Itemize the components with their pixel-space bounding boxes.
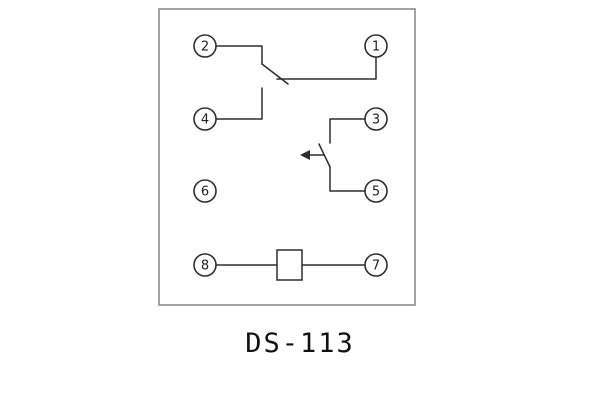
terminal-3-number: 3 — [372, 113, 380, 128]
terminal-8-circle — [193, 253, 217, 277]
terminal-5-circle — [364, 179, 388, 203]
terminal-1-number: 1 — [372, 40, 380, 55]
terminal-6-number: 6 — [201, 185, 209, 200]
wire-terminal3-to-contact — [329, 118, 366, 144]
terminal-1-circle — [364, 34, 388, 58]
wire-terminal5-to-contact — [329, 166, 366, 192]
terminal-8-number: 8 — [201, 259, 209, 274]
terminal-3-circle — [364, 107, 388, 131]
terminal-5-number: 5 — [372, 185, 380, 200]
terminal-2-circle — [193, 34, 217, 58]
terminal-3: 3 — [364, 107, 388, 131]
actuation-arrow-icon — [300, 150, 310, 160]
terminal-2: 2 — [193, 34, 217, 58]
terminal-6-circle — [193, 179, 217, 203]
wire-terminal4-to-contact — [215, 87, 263, 120]
wire-terminal1-to-contact — [276, 56, 377, 80]
terminal-8: 8 — [193, 253, 217, 277]
relay-case-outline — [158, 8, 416, 306]
terminal-7: 7 — [364, 253, 388, 277]
model-title: DS-113 — [245, 328, 355, 359]
terminal-1: 1 — [364, 34, 388, 58]
terminal-4-number: 4 — [201, 113, 209, 128]
terminal-5: 5 — [364, 179, 388, 203]
terminal-4: 4 — [193, 107, 217, 131]
terminal-2-number: 2 — [201, 40, 209, 55]
contact-blade-top — [261, 63, 289, 85]
terminal-6: 6 — [193, 179, 217, 203]
terminal-7-circle — [364, 253, 388, 277]
terminal-7-number: 7 — [372, 259, 380, 274]
wire-terminal2-to-pivot — [215, 45, 263, 65]
coil-symbol — [276, 249, 303, 281]
terminal-4-circle — [193, 107, 217, 131]
